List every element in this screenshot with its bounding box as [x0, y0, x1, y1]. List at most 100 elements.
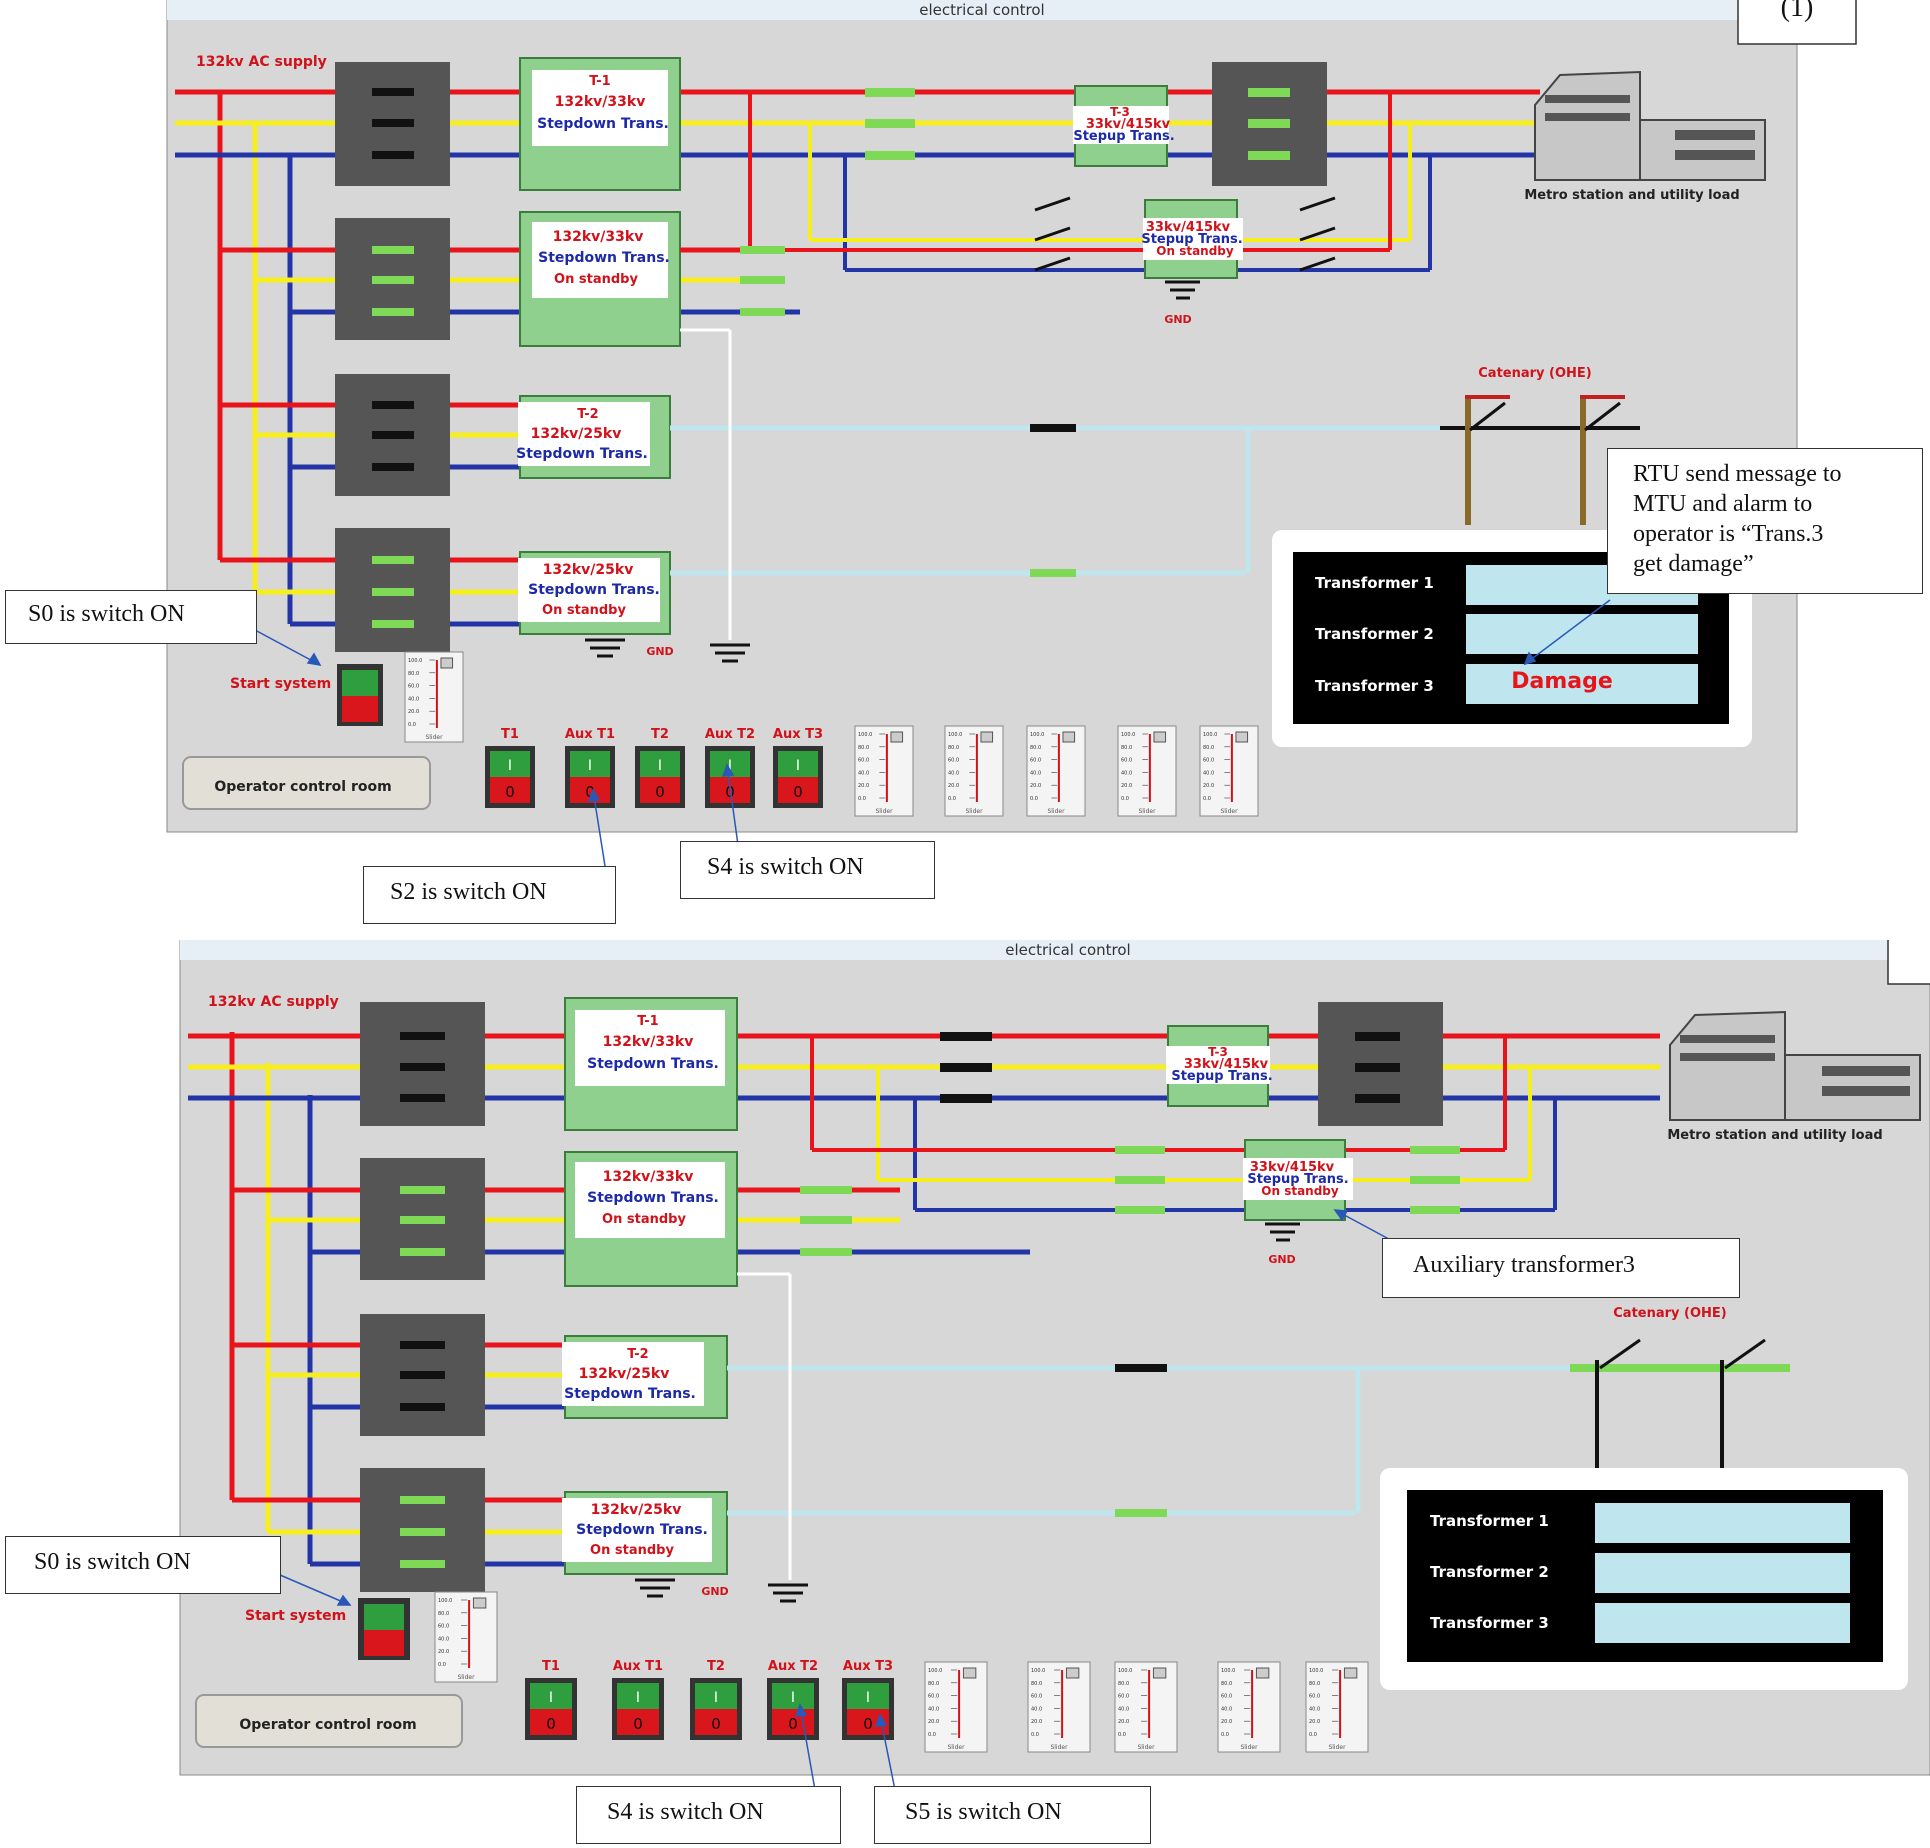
operator-button-label-2: Operator control room [239, 1717, 416, 1733]
slider-caption: Slider [947, 1744, 965, 1751]
toggle-switch-aux-t2[interactable]: I0 [705, 746, 755, 808]
switch-on-glyph: I [791, 1690, 795, 1706]
start-label-2: Start system [245, 1608, 346, 1624]
toggle-switch-aux-t1[interactable]: I0 [565, 746, 615, 808]
t2-rating-2: 132kv/25kv [579, 1366, 670, 1382]
catenary-label: Catenary (OHE) [1478, 366, 1591, 381]
switch-on-glyph: I [658, 758, 662, 774]
slider-caption: Slider [1050, 1744, 1068, 1751]
status-row-2-label-2: Transformer 2 [1430, 1563, 1549, 1581]
slider-tick: 20.0 [1118, 1719, 1129, 1725]
slider-tick: 20.0 [1031, 1719, 1042, 1725]
toggle-switch-aux-t3[interactable]: I0 [773, 746, 823, 808]
t2aux-status: On standby [542, 603, 626, 618]
callout-p1-s0: S0 is switch ON [5, 590, 257, 644]
slider-tick: 0.0 [1221, 1732, 1229, 1738]
slider-tick: 80.0 [438, 1611, 449, 1617]
t1aux-status-2: On standby [602, 1212, 686, 1227]
slider-tick: 0.0 [1309, 1732, 1317, 1738]
operator-control-button[interactable] [182, 756, 431, 810]
toggle-switch-aux-t3[interactable]: I0 [842, 1678, 894, 1740]
toggle-switch-t1[interactable]: I0 [485, 746, 535, 808]
t3aux-type: Stepup Trans. [1141, 232, 1242, 247]
slider-caption: Slider [1137, 1744, 1155, 1751]
slider-tick: 20.0 [1203, 783, 1214, 789]
slider-tick: 100.0 [1031, 1668, 1045, 1674]
status-row-1-label: Transformer 1 [1315, 574, 1434, 592]
status-field-3 [1466, 664, 1698, 704]
t3-name-2: T-3 [1208, 1045, 1228, 1059]
t2-name-2: T-2 [627, 1347, 648, 1362]
slider-tick: 0.0 [1203, 796, 1211, 802]
slider-tick: 60.0 [1121, 758, 1132, 764]
callout-p2-s0: S0 is switch ON [5, 1536, 281, 1594]
toggle-switch-t2[interactable]: I0 [635, 746, 685, 808]
status-row-3-label-2: Transformer 3 [1430, 1614, 1549, 1632]
window-title: electrical control [919, 1, 1044, 19]
toggle-switch-t2[interactable]: I0 [690, 1678, 742, 1740]
slider-tick: 40.0 [1118, 1706, 1129, 1712]
toggle-switch-aux-t2[interactable]: I0 [767, 1678, 819, 1740]
supply-label: 132kv AC supply [196, 54, 327, 70]
switch-off-glyph: 0 [505, 783, 515, 801]
slider-tick: 40.0 [1121, 770, 1132, 776]
switch-off-glyph: 0 [788, 1715, 798, 1733]
callout-p1-s2: S2 is switch ON [363, 866, 616, 924]
slider-tick: 0.0 [1031, 1732, 1039, 1738]
switch-label: T2 [651, 727, 669, 742]
slider-tick: 100.0 [1030, 732, 1044, 738]
slider-tick: 20.0 [928, 1719, 939, 1725]
operator-control-button-2[interactable] [195, 1694, 463, 1748]
load-label: Metro station and utility load [1524, 188, 1739, 203]
slider-tick: 20.0 [408, 709, 419, 715]
start-switch[interactable] [337, 664, 383, 726]
slider-caption: Slider [425, 734, 443, 741]
switch-on-glyph: I [549, 1690, 553, 1706]
slider-tick: 40.0 [1221, 1706, 1232, 1712]
t2-type: Stepdown Trans. [516, 446, 648, 462]
catenary-icon-2 [1570, 1338, 1790, 1475]
t3aux-status-2: On standby [1261, 1184, 1339, 1198]
slider-tick: 80.0 [948, 745, 959, 751]
panel-label: (1) [1781, 0, 1814, 23]
slider-caption: Slider [1047, 808, 1065, 815]
t2-name: T-2 [577, 407, 598, 422]
switch-label: Aux T1 [565, 727, 615, 742]
t3aux-rating-2: 33kv/415kv [1250, 1160, 1335, 1175]
switch-off-glyph: 0 [725, 783, 735, 801]
status-value-3: Damage [1511, 669, 1613, 694]
switch-label: T2 [707, 1659, 725, 1674]
t1-name-2: T-1 [637, 1014, 658, 1029]
t1aux-rating: 132kv/33kv [553, 229, 644, 245]
t3-type-2: Stepup Trans. [1171, 1069, 1272, 1084]
slider-tick: 60.0 [948, 758, 959, 764]
status-row-1-label-2: Transformer 1 [1430, 1512, 1549, 1530]
start-switch-2[interactable] [358, 1598, 410, 1660]
slider-tick: 40.0 [1309, 1706, 1320, 1712]
toggle-switch-t1[interactable]: I0 [525, 1678, 577, 1740]
slider-tick: 60.0 [1031, 1694, 1042, 1700]
slider-tick: 80.0 [1031, 1681, 1042, 1687]
scada-panel-2: electrical control 132kv AC supply T-1 1… [179, 940, 1930, 1776]
slider-tick: 80.0 [858, 745, 869, 751]
slider-tick: 100.0 [438, 1598, 452, 1604]
toggle-switch-aux-t1[interactable]: I0 [612, 1678, 664, 1740]
slider-tick: 20.0 [1121, 783, 1132, 789]
switch-on-glyph: I [728, 758, 732, 774]
switch-on-glyph: I [714, 1690, 718, 1706]
t1-name: T-1 [589, 74, 610, 89]
t1-type-2: Stepdown Trans. [587, 1056, 719, 1072]
switch-off-glyph: 0 [585, 783, 595, 801]
